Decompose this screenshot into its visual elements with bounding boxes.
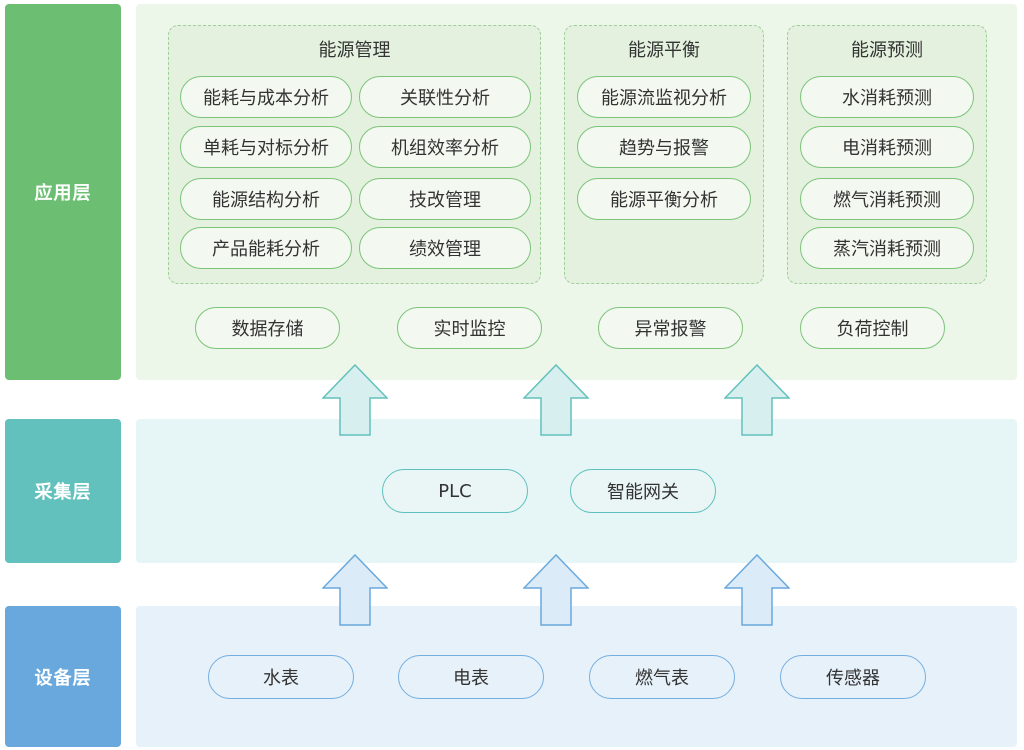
energy-management-item: 绩效管理	[359, 227, 531, 269]
collection-layer-label: 采集层	[5, 419, 121, 563]
energy-management-item: 技改管理	[359, 178, 531, 220]
up-arrow-icon	[724, 364, 790, 436]
energy-management-item: 产品能耗分析	[180, 227, 352, 269]
energy-management-item: 单耗与对标分析	[180, 126, 352, 168]
application-layer-label: 应用层	[5, 4, 121, 380]
energy-forecast-title: 能源预测	[851, 40, 923, 61]
energy-management-title: 能源管理	[318, 40, 391, 61]
app-function-anomaly-alarm: 异常报警	[598, 307, 743, 349]
device-item-water-meter: 水表	[208, 655, 354, 699]
energy-balance-item: 能源流监视分析	[577, 76, 751, 118]
device-layer-label: 设备层	[5, 606, 121, 747]
up-arrow-icon	[322, 364, 388, 436]
collection-item-plc: PLC	[382, 469, 528, 513]
energy-forecast-item: 水消耗预测	[800, 76, 974, 118]
energy-balance-title: 能源平衡	[628, 40, 700, 61]
app-function-load-control: 负荷控制	[800, 307, 945, 349]
device-item-electric-meter: 电表	[398, 655, 544, 699]
app-function-data-storage: 数据存储	[195, 307, 340, 349]
device-item-gas-meter: 燃气表	[589, 655, 735, 699]
energy-balance-item: 趋势与报警	[577, 126, 751, 168]
up-arrow-icon	[523, 554, 589, 626]
energy-management-item: 能源结构分析	[180, 178, 352, 220]
energy-forecast-item: 蒸汽消耗预测	[800, 227, 974, 269]
energy-management-item: 机组效率分析	[359, 126, 531, 168]
up-arrow-icon	[322, 554, 388, 626]
energy-forecast-item: 电消耗预测	[800, 126, 974, 168]
energy-management-item: 关联性分析	[359, 76, 531, 118]
collection-item-smart-gateway: 智能网关	[570, 469, 716, 513]
app-function-realtime-monitor: 实时监控	[397, 307, 542, 349]
energy-management-item: 能耗与成本分析	[180, 76, 352, 118]
up-arrow-icon	[724, 554, 790, 626]
energy-balance-item: 能源平衡分析	[577, 178, 751, 220]
device-item-sensor: 传感器	[780, 655, 926, 699]
energy-forecast-item: 燃气消耗预测	[800, 178, 974, 220]
up-arrow-icon	[523, 364, 589, 436]
